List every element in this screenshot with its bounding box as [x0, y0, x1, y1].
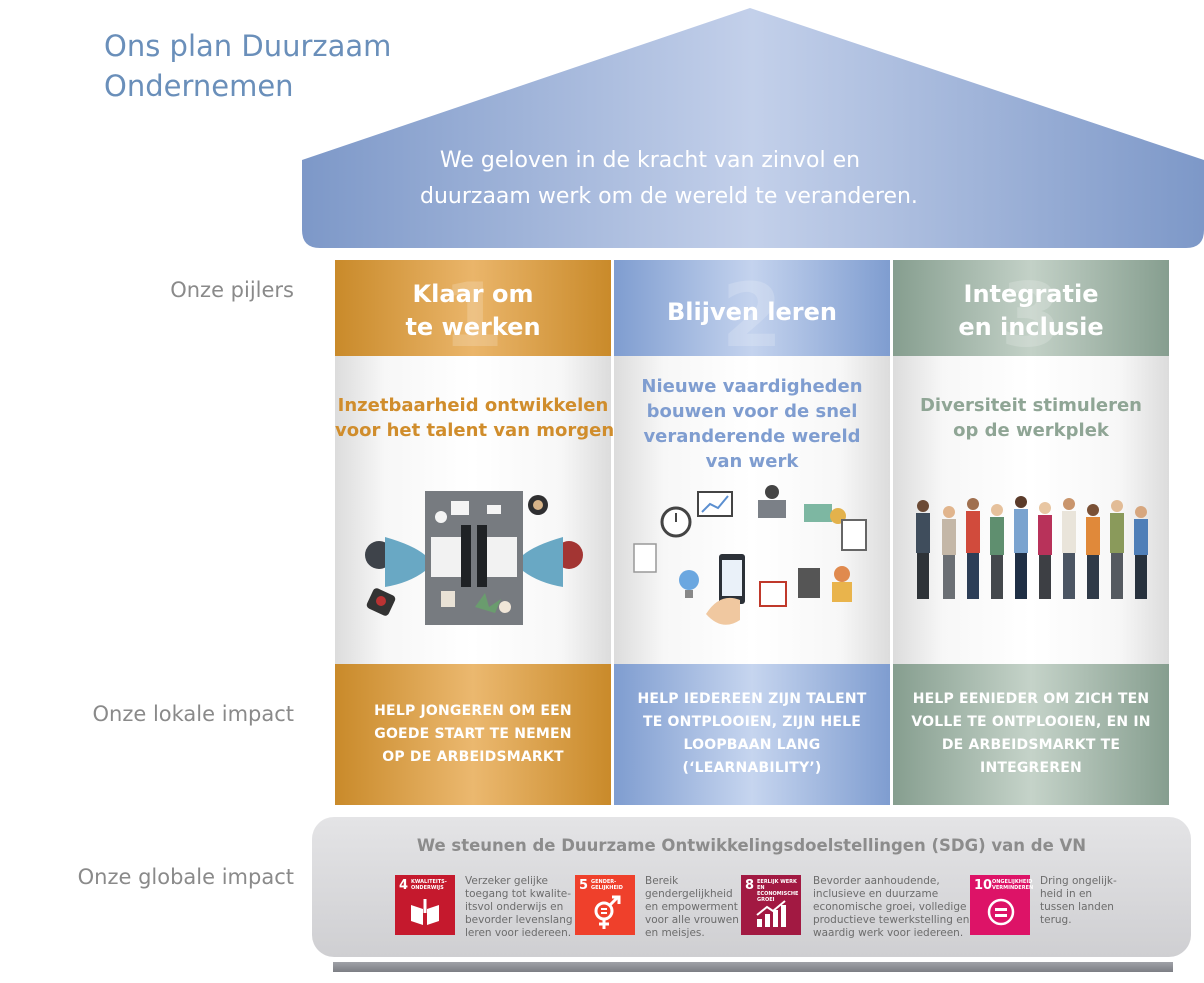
sdg-goal-5-description: Bereik gendergelijkheid en empowerment v… — [645, 875, 739, 939]
reduced-inequality-icon: 10 ONGELIJKHEID VERMINDEREN — [970, 875, 1033, 935]
sdg-goal-4-description: Verzeker gelijke toegang tot kwalite- it… — [465, 875, 573, 939]
pillar-3-number: 3 — [1000, 264, 1062, 356]
pillar-1: 1 Klaar om te werken Inzetbaarheid ontwi… — [335, 260, 615, 805]
house-foundation — [333, 962, 1173, 972]
pillar-3-body: Diversiteit stimuleren op de werkplek — [893, 356, 1169, 664]
sdg-goal-10-description: Dring ongelijk- heid in en tussen landen… — [1040, 875, 1117, 926]
roof-line-2: duurzaam werk om de wereld te veranderen… — [420, 184, 918, 209]
pillar-1-body: Inzetbaarheid ontwikkelen voor het talen… — [335, 356, 615, 664]
pillar-2-impact: HELP IEDEREEN ZIJN TALENT TE ONTPLOOIEN,… — [614, 664, 890, 805]
learning-illustration — [633, 485, 867, 625]
pillar-2-body: Nieuwe vaardigheden bouwen voor de snel … — [614, 356, 890, 664]
roof-line-1: We geloven in de kracht van zinvol en — [439, 148, 861, 173]
pillar-2-subtitle: Nieuwe vaardigheden bouwen voor de snel … — [641, 376, 863, 472]
pillar-3: 3 Integratie en inclusie Diversiteit sti… — [893, 260, 1169, 805]
pillar-1-number: 1 — [442, 264, 504, 356]
label-pillars: Onze pijlers — [170, 278, 294, 302]
sdg-title: We steunen de Duurzame Ontwikkelingsdoel… — [416, 836, 1087, 855]
workspace-illustration — [365, 491, 583, 625]
sdg-panel: We steunen de Duurzame Ontwikkelingsdoel… — [312, 817, 1191, 957]
page-title: Ons plan Duurzaam Ondernemen — [104, 26, 391, 106]
pillar-2-header: 2 Blijven leren — [614, 260, 890, 356]
house-roof — [302, 8, 1204, 248]
pillar-3-subtitle: Diversiteit stimuleren op de werkplek — [919, 395, 1142, 441]
label-global-impact: Onze globale impact — [77, 865, 294, 889]
pillar-3-heading: Integratie en inclusie — [958, 280, 1104, 341]
diverse-people-illustration — [916, 496, 1148, 599]
pillar-3-impact: HELP EENIEDER OM ZICH TEN VOLLE TE ONTPL… — [893, 664, 1169, 805]
gender-equality-icon: 5 GENDER-GELIJKHEID — [575, 875, 635, 935]
title-line-2: Ondernemen — [104, 69, 294, 103]
book-pencil-icon: 4 KWALITEITS-ONDERWIJS — [395, 875, 455, 935]
roof-statement: We geloven in de kracht van zinvol en du… — [420, 143, 918, 215]
label-local-impact: Onze lokale impact — [92, 702, 295, 726]
pillar-1-header: 1 Klaar om te werken — [335, 260, 611, 356]
pillar-1-heading: Klaar om te werken — [405, 280, 541, 341]
pillar-2-heading: Blijven leren — [666, 298, 838, 326]
growth-chart-icon: 8 EERLIJK WERK EN ECONOMISCHE GROEI — [741, 875, 801, 935]
pillar-1-subtitle: Inzetbaarheid ontwikkelen voor het talen… — [335, 395, 615, 441]
title-line-1: Ons plan Duurzaam — [104, 29, 392, 63]
pillar-2: 2 Blijven leren Nieuwe vaardigheden bouw… — [614, 260, 890, 805]
pillar-1-impact: HELP JONGEREN OM EEN GOEDE START TE NEME… — [335, 664, 611, 805]
pillar-2-number: 2 — [721, 264, 783, 356]
pillar-3-header: 3 Integratie en inclusie — [893, 260, 1169, 356]
sdg-goal-8-description: Bevorder aanhoudende, inclusieve en duur… — [813, 875, 983, 939]
